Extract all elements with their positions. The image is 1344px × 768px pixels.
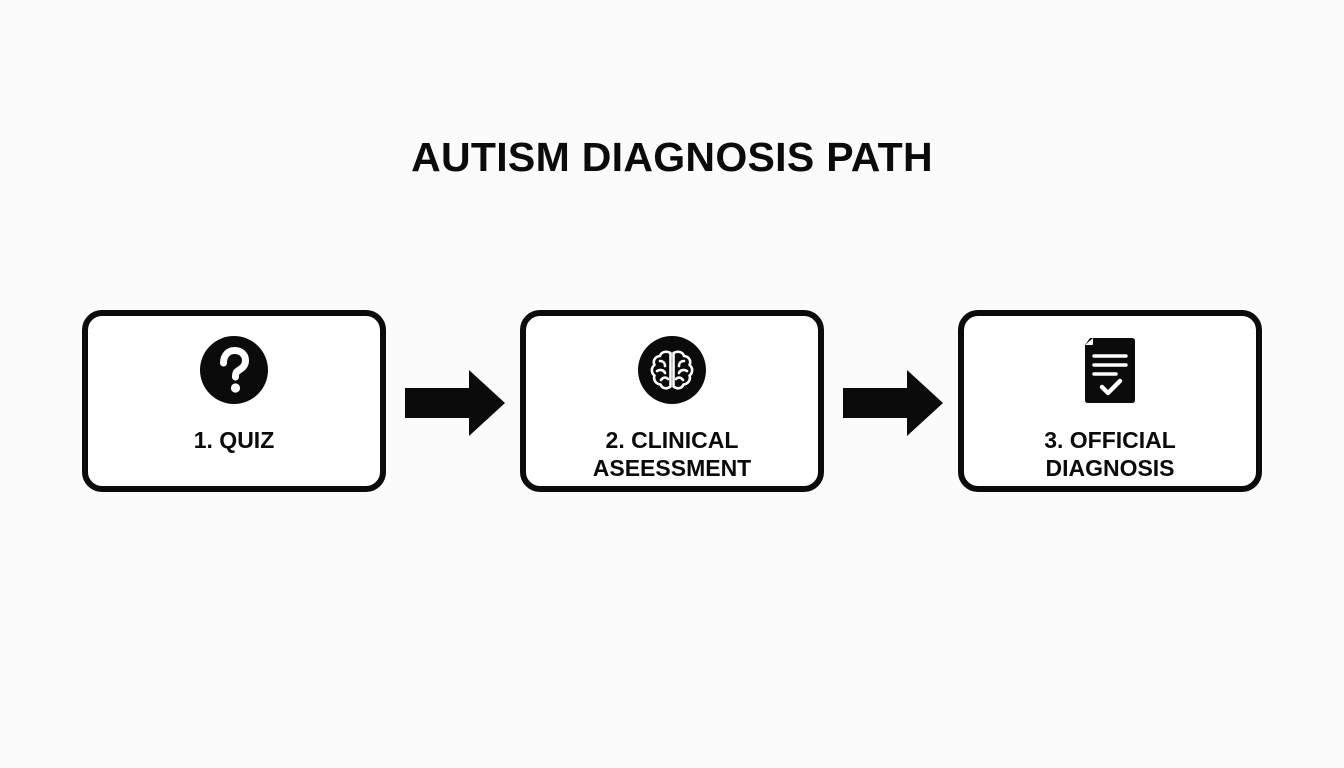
step-label-line: ASEESSMENT: [592, 455, 752, 481]
step-label: 2. CLINICAL ASEESSMENT: [526, 426, 818, 482]
step-label: 3. OFFICIAL DIAGNOSIS: [964, 426, 1256, 482]
step-clinical-assessment: 2. CLINICAL ASEESSMENT: [520, 310, 824, 492]
brain-icon: [636, 334, 708, 406]
step-label-line: 3. OFFICIAL: [1044, 427, 1176, 453]
step-quiz: 1. QUIZ: [82, 310, 386, 492]
step-label: 1. QUIZ: [88, 426, 380, 454]
diagram-title: AUTISM DIAGNOSIS PATH: [411, 134, 933, 180]
document-check-icon: [1074, 334, 1146, 406]
question-mark-icon: [198, 334, 270, 406]
step-official-diagnosis: 3. OFFICIAL DIAGNOSIS: [958, 310, 1262, 492]
step-label-line: 1. QUIZ: [193, 427, 275, 453]
step-label-line: DIAGNOSIS: [1045, 455, 1175, 481]
step-label-line: 2. CLINICAL: [605, 427, 739, 453]
right-arrow-icon: [405, 370, 505, 436]
right-arrow-icon: [843, 370, 943, 436]
